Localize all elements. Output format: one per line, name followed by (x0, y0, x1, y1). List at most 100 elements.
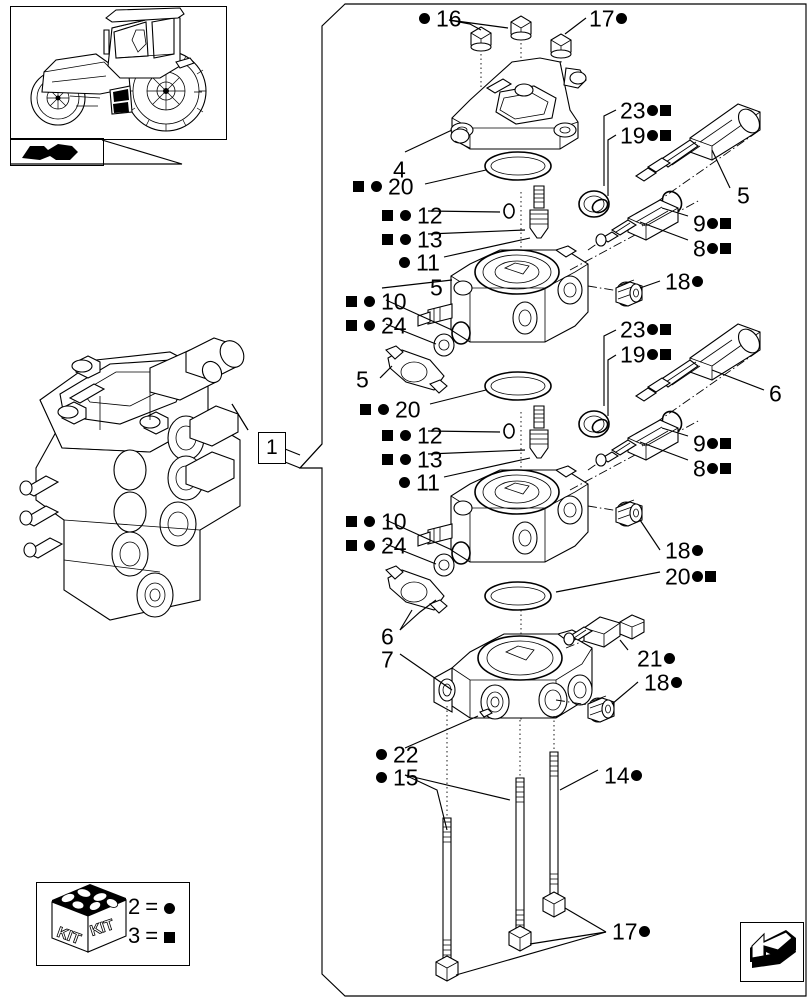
callout-16[interactable]: 16 (418, 6, 462, 30)
callout-marker-square (346, 540, 357, 552)
callout-number: 10 (381, 508, 407, 535)
callout-12[interactable]: 12 (381, 423, 443, 447)
callout-marker-square (719, 218, 731, 230)
callout-number: 20 (665, 563, 691, 590)
assembled-valve-illustration (19, 337, 245, 621)
callout-marker-circle (399, 257, 410, 269)
callout-number: 17 (589, 5, 615, 32)
callout-marker-circle (670, 677, 682, 689)
callout-19[interactable]: 19 (620, 342, 672, 366)
callout-marker-square (719, 438, 731, 450)
callout-8[interactable]: 8 (693, 236, 732, 260)
callout-7[interactable]: 7 (381, 647, 394, 671)
callout-number: 7 (381, 646, 394, 673)
callout-marker-circle (646, 130, 658, 142)
callout-9[interactable]: 9 (693, 211, 732, 235)
callout-24[interactable]: 24 (345, 313, 407, 337)
kit-legend-row-2-num: 2 (128, 894, 141, 919)
callout-marker-circle (706, 463, 718, 475)
callout-5[interactable]: 5 (356, 367, 369, 391)
callout-5[interactable]: 5 (430, 275, 443, 299)
callout-18[interactable]: 18 (644, 670, 683, 694)
callout-6[interactable]: 6 (769, 381, 782, 405)
callout-9[interactable]: 9 (693, 431, 732, 455)
callout-marker-square (360, 404, 371, 416)
callout-8[interactable]: 8 (693, 456, 732, 480)
callout-number: 5 (430, 274, 443, 301)
callout-13[interactable]: 13 (381, 227, 443, 251)
oring-20-upper (424, 151, 552, 185)
callout-5[interactable]: 5 (737, 183, 750, 207)
callout-marker-circle (364, 320, 375, 332)
callout-number: 12 (417, 202, 443, 229)
callout-number: 8 (693, 235, 706, 262)
callout-22[interactable]: 22 (375, 742, 419, 766)
callout-marker-square (382, 430, 393, 442)
callout-marker-circle (364, 516, 375, 528)
callout-marker-circle (691, 276, 703, 288)
callout-10[interactable]: 10 (345, 289, 407, 313)
callout-17[interactable]: 17 (589, 6, 628, 30)
callout-number: 24 (381, 532, 407, 559)
callout-marker-square (719, 463, 731, 475)
callout-24[interactable]: 24 (345, 533, 407, 557)
vehicle-panel-frame (10, 6, 227, 140)
callout-20[interactable]: 20 (665, 564, 717, 588)
stud-group (404, 706, 607, 982)
callout-marker-circle (400, 454, 411, 466)
callout-number: 24 (381, 312, 407, 339)
valve-block-upper (417, 245, 589, 343)
callout-marker-circle (706, 218, 718, 230)
callout-14[interactable]: 14 (604, 763, 643, 787)
nut-16b (510, 15, 532, 41)
callout-19[interactable]: 19 (620, 123, 672, 147)
callout-13[interactable]: 13 (381, 447, 443, 471)
callout-17[interactable]: 17 (612, 919, 651, 943)
base-body (399, 610, 593, 720)
callout-number: 11 (416, 469, 440, 496)
callout-marker-circle (376, 772, 387, 784)
callout-number: 9 (693, 210, 706, 237)
callout-marker-circle (399, 477, 410, 489)
callout-21[interactable]: 21 (637, 646, 676, 670)
callout-marker-circle (615, 13, 627, 25)
plug-18-base (555, 681, 639, 723)
assembly-callout-box[interactable]: 1 (258, 432, 286, 464)
callout-marker-square (382, 210, 393, 222)
callout-marker-circle (691, 571, 703, 583)
callout-number: 9 (693, 430, 706, 457)
callout-18[interactable]: 18 (665, 269, 704, 293)
callout-number: 20 (395, 396, 421, 423)
callout-11[interactable]: 11 (398, 470, 440, 494)
callout-number: 16 (436, 5, 462, 32)
callout-marker-circle (364, 540, 375, 552)
callout-20[interactable]: 20 (359, 397, 421, 421)
callout-number: 11 (416, 249, 440, 276)
callout-10[interactable]: 10 (345, 509, 407, 533)
callout-23[interactable]: 23 (620, 98, 672, 122)
kit-legend-box (36, 882, 190, 966)
callout-marker-circle (400, 430, 411, 442)
callout-marker-circle (630, 770, 642, 782)
callout-18[interactable]: 18 (665, 538, 704, 562)
callout-20[interactable]: 20 (352, 174, 414, 198)
vehicle-panel-marker-frame (10, 138, 104, 166)
callout-number: 8 (693, 455, 706, 482)
callout-4[interactable]: 4 (393, 157, 406, 181)
callout-15[interactable]: 15 (375, 765, 419, 789)
callout-number: 13 (417, 226, 443, 253)
callout-23[interactable]: 23 (620, 317, 672, 341)
callout-marker-square (659, 324, 671, 336)
callout-number: 6 (769, 380, 782, 407)
callout-12[interactable]: 12 (381, 203, 443, 227)
callout-11[interactable]: 11 (398, 250, 440, 274)
callout-marker-square (346, 296, 357, 308)
main-frame (298, 3, 807, 997)
kit-legend-row-3-eq: = (145, 923, 159, 948)
callout-6[interactable]: 6 (381, 624, 394, 648)
callout-number: 23 (620, 97, 646, 124)
callout-marker-circle (646, 324, 658, 336)
